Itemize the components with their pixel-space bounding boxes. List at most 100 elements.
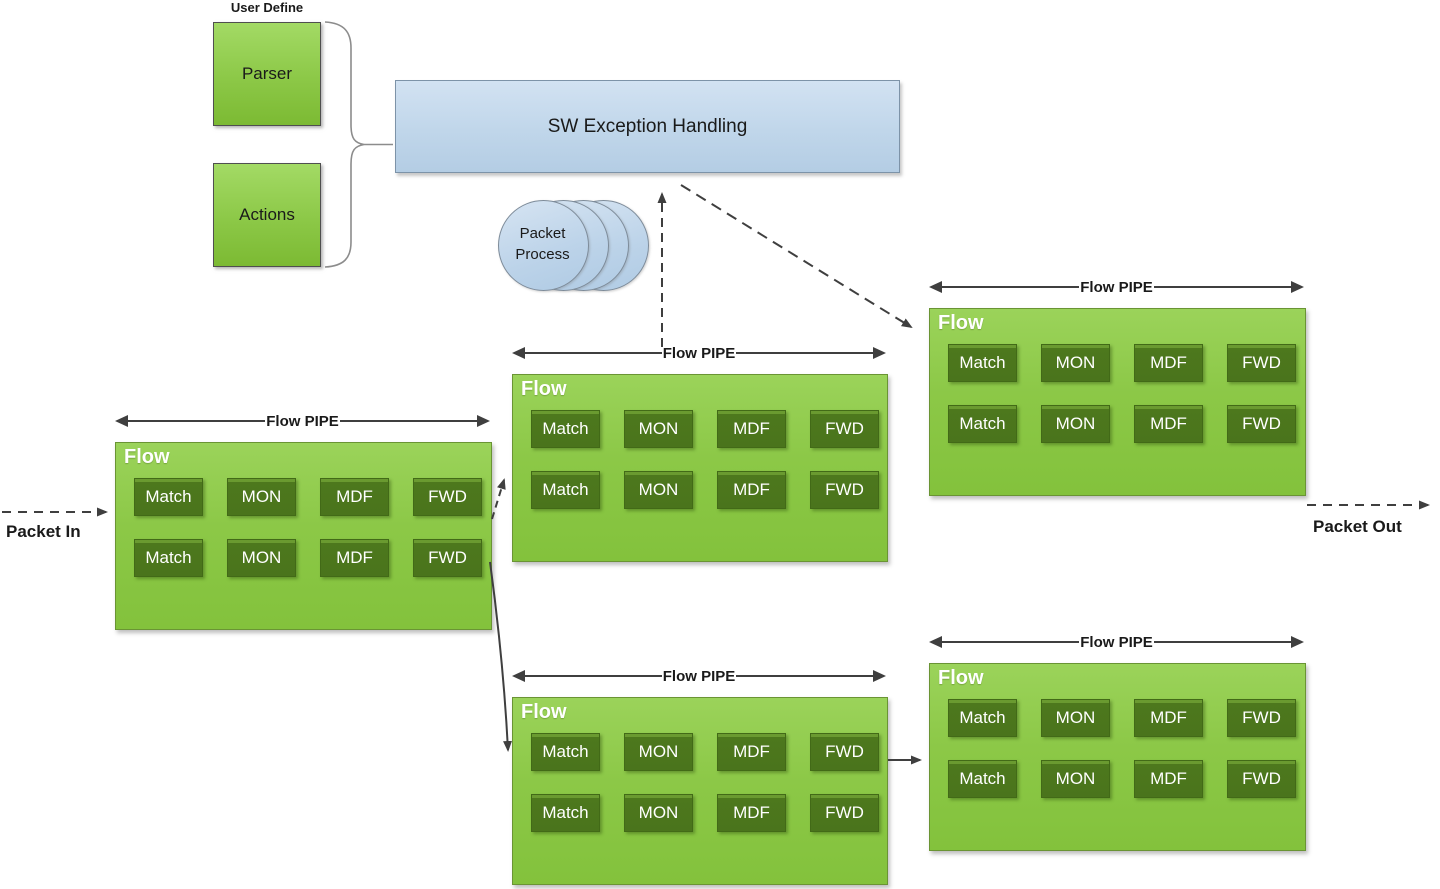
stage-mdf: MDF bbox=[1134, 699, 1203, 737]
stage-mdf: MDF bbox=[717, 733, 786, 771]
arrowhead-left-icon bbox=[929, 636, 942, 648]
flow-box: Flow Match MON MDF FWD Match MON MDF FWD bbox=[512, 697, 888, 885]
arrow-line bbox=[1153, 641, 1292, 643]
flow-box: Flow Match MON MDF FWD Match MON MDF FWD bbox=[929, 308, 1306, 496]
stage-mon: MON bbox=[1041, 344, 1110, 382]
flow-pipe-span-arrow: Flow PIPE bbox=[115, 412, 491, 430]
stage-fwd: FWD bbox=[810, 794, 879, 832]
arrow-line bbox=[525, 352, 662, 354]
stage-fwd: FWD bbox=[810, 471, 879, 509]
arrowhead-right-icon bbox=[1291, 636, 1305, 648]
packet-in-label: Packet In bbox=[6, 522, 81, 541]
flow-label: Flow bbox=[124, 446, 170, 468]
flow-box: Flow Match MON MDF FWD Match MON MDF FWD bbox=[512, 374, 888, 562]
arrowhead-left-icon bbox=[115, 415, 128, 427]
parser-box: Parser bbox=[213, 22, 321, 126]
stage-mon: MON bbox=[1041, 405, 1110, 443]
parser-label: Parser bbox=[241, 64, 293, 83]
user-define-brace bbox=[324, 21, 365, 268]
arrow-line bbox=[339, 420, 478, 422]
stage-fwd: FWD bbox=[1227, 405, 1296, 443]
flow-pipe-span-arrow: Flow PIPE bbox=[929, 278, 1305, 296]
stage-fwd: FWD bbox=[810, 733, 879, 771]
stage-fwd: FWD bbox=[413, 478, 482, 516]
stage-mdf: MDF bbox=[717, 410, 786, 448]
flow-pipe-span-arrow: Flow PIPE bbox=[929, 633, 1305, 651]
packet-process-ellipse-front bbox=[498, 200, 589, 291]
stage-match: Match bbox=[134, 478, 203, 516]
stage-match: Match bbox=[531, 794, 600, 832]
arrowhead-right-icon bbox=[873, 347, 887, 359]
flow-pipe-label: Flow PIPE bbox=[266, 412, 339, 430]
stage-mon: MON bbox=[624, 733, 693, 771]
user-define-label: User Define bbox=[230, 0, 304, 15]
actions-label: Actions bbox=[239, 205, 295, 224]
flow-pipe-label: Flow PIPE bbox=[662, 667, 736, 685]
ingress-to-middle-top-arrow bbox=[491, 478, 506, 520]
flow-pipe-group-middle-top: Flow PIPE Flow Match MON MDF FWD Match M… bbox=[512, 344, 888, 562]
arrowhead-right-icon bbox=[477, 415, 491, 427]
flow-pipe-group-middle-bottom: Flow PIPE Flow Match MON MDF FWD Match M… bbox=[512, 667, 888, 885]
flow-box: Flow Match MON MDF FWD Match MON MDF FWD bbox=[115, 442, 492, 630]
stage-mon: MON bbox=[1041, 699, 1110, 737]
stage-fwd: FWD bbox=[810, 410, 879, 448]
stage-fwd: FWD bbox=[1227, 699, 1296, 737]
flow-label: Flow bbox=[938, 667, 984, 689]
stage-match: Match bbox=[531, 471, 600, 509]
stage-match: Match bbox=[531, 733, 600, 771]
stage-mon: MON bbox=[227, 539, 296, 577]
stage-match: Match bbox=[948, 405, 1017, 443]
arrow-line bbox=[128, 420, 266, 422]
actions-box: Actions bbox=[213, 163, 321, 267]
flow-pipe-group-top-right: Flow PIPE Flow Match MON MDF FWD Match M… bbox=[929, 278, 1306, 496]
flow-pipe-label: Flow PIPE bbox=[1080, 633, 1153, 651]
stage-mdf: MDF bbox=[320, 539, 389, 577]
ingress-to-middle-bottom-arrow bbox=[489, 561, 513, 752]
arrowhead-left-icon bbox=[929, 281, 942, 293]
stage-fwd: FWD bbox=[1227, 344, 1296, 382]
arrow-line bbox=[942, 286, 1080, 288]
arrowhead-right-icon bbox=[1291, 281, 1305, 293]
arrow-line bbox=[736, 675, 874, 677]
flow-pipe-label: Flow PIPE bbox=[662, 344, 736, 362]
arrowhead-left-icon bbox=[512, 347, 525, 359]
stage-mon: MON bbox=[624, 410, 693, 448]
sw-exception-handling-box: SW Exception Handling bbox=[395, 80, 900, 173]
stage-fwd: FWD bbox=[413, 539, 482, 577]
stage-mdf: MDF bbox=[1134, 344, 1203, 382]
arrow-line bbox=[942, 641, 1080, 643]
stage-mdf: MDF bbox=[717, 471, 786, 509]
stage-mon: MON bbox=[624, 794, 693, 832]
stage-mon: MON bbox=[227, 478, 296, 516]
flow-pipe-label: Flow PIPE bbox=[1080, 278, 1153, 296]
stage-match: Match bbox=[948, 760, 1017, 798]
flow-pipe-group-bottom-right: Flow PIPE Flow Match MON MDF FWD Match M… bbox=[929, 633, 1306, 851]
arrowhead-right-icon bbox=[873, 670, 887, 682]
flow-pipe-span-arrow: Flow PIPE bbox=[512, 344, 887, 362]
flow-label: Flow bbox=[938, 312, 984, 334]
flow-pipe-group-ingress: Flow PIPE Flow Match MON MDF FWD Match M… bbox=[115, 412, 492, 630]
flow-box: Flow Match MON MDF FWD Match MON MDF FWD bbox=[929, 663, 1306, 851]
stage-mdf: MDF bbox=[320, 478, 389, 516]
packet-out-label: Packet Out bbox=[1313, 517, 1402, 536]
stage-mon: MON bbox=[1041, 760, 1110, 798]
stage-match: Match bbox=[948, 699, 1017, 737]
arrow-line bbox=[525, 675, 662, 677]
stage-match: Match bbox=[948, 344, 1017, 382]
stage-match: Match bbox=[531, 410, 600, 448]
exception-to-pipe-arrow bbox=[680, 184, 913, 329]
arrow-line bbox=[736, 352, 874, 354]
stage-mdf: MDF bbox=[1134, 760, 1203, 798]
stage-fwd: FWD bbox=[1227, 760, 1296, 798]
stage-mon: MON bbox=[624, 471, 693, 509]
stage-mdf: MDF bbox=[1134, 405, 1203, 443]
flow-pipe-span-arrow: Flow PIPE bbox=[512, 667, 887, 685]
flow-label: Flow bbox=[521, 378, 567, 400]
packet-process-label: Packet Process bbox=[515, 225, 570, 263]
sw-exception-handling-label: SW Exception Handling bbox=[547, 115, 748, 137]
arrow-line bbox=[1153, 286, 1292, 288]
stage-match: Match bbox=[134, 539, 203, 577]
flow-label: Flow bbox=[521, 701, 567, 723]
arrowhead-left-icon bbox=[512, 670, 525, 682]
